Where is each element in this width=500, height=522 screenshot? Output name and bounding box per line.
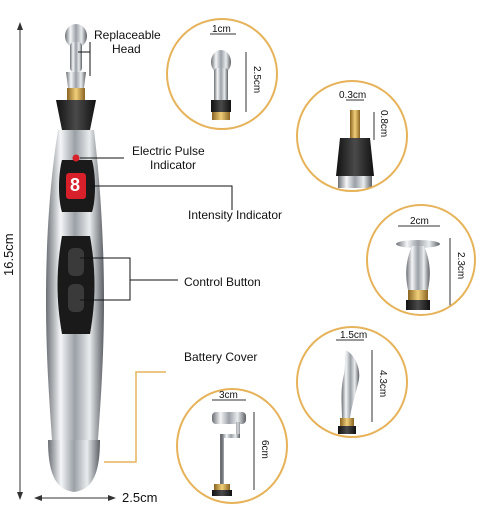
massage-pen: [46, 24, 104, 492]
head3-height: 2.3cm: [455, 252, 466, 280]
battery-cover-label: Battery Cover: [184, 350, 258, 364]
intensity-indicator-label: Intensity Indicator: [188, 208, 283, 222]
head4-circle: [296, 326, 408, 438]
length-dimension-line: [17, 22, 23, 500]
head1-circle: [166, 18, 278, 130]
electric-pulse-label: Electric Pulse Indicator: [132, 144, 205, 172]
intensity-display-digit: 8: [70, 175, 81, 195]
callout-lines: [78, 42, 233, 301]
pen-width-label: 2.5cm: [122, 490, 158, 505]
head1-width: 1cm: [212, 24, 231, 35]
head1-height: 2.5cm: [251, 66, 262, 94]
width-dimension-line: [34, 495, 116, 501]
control-button-label: Control Button: [184, 275, 261, 289]
head5-width: 3cm: [219, 390, 238, 401]
head4-width: 1.5cm: [340, 330, 368, 341]
head5-height: 6cm: [259, 440, 270, 459]
head2-width: 0.3cm: [339, 90, 367, 101]
pen-length-label: 16.5cm: [1, 233, 16, 276]
battery-callout: [104, 371, 166, 463]
head3-width: 2cm: [410, 216, 429, 227]
head2-circle: [296, 80, 408, 192]
replaceable-head-label: Replaceable Head: [94, 28, 161, 56]
head3-circle: [366, 204, 476, 316]
head5-circle: [176, 388, 288, 504]
head4-height: 4.3cm: [377, 370, 388, 398]
head2-height: 0.8cm: [378, 110, 389, 138]
